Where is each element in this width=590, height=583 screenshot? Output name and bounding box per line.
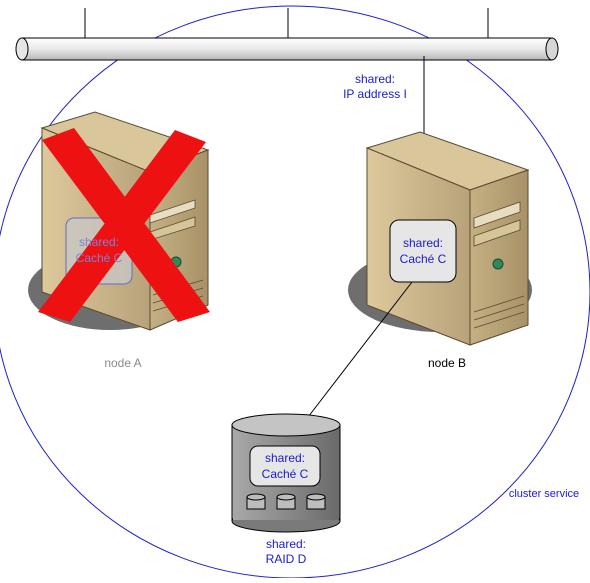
node-b-box-line1: shared:	[402, 236, 444, 250]
ip-label-line2: IP address I	[343, 87, 407, 101]
node-a-label: node A	[104, 356, 142, 370]
storage-link-line	[304, 281, 413, 422]
node-b-shared-box	[389, 219, 457, 283]
node-a-box-text: shared: Caché C	[66, 234, 132, 266]
raid-label-line1: shared:	[265, 537, 307, 551]
failure-x-icon	[38, 128, 210, 322]
node-b-label: node B	[427, 356, 467, 370]
network-bus	[15, 37, 559, 61]
node-a-box-line2: Caché C	[75, 251, 123, 265]
cluster-service-label: cluster service	[508, 488, 580, 500]
raid-box-line2: Caché C	[261, 467, 309, 481]
ip-label: shared: IP address I	[330, 72, 420, 102]
raid-box-text: shared: Caché C	[250, 450, 320, 482]
node-a-box-line1: shared:	[78, 235, 120, 249]
raid-label-line2: RAID D	[265, 552, 307, 566]
raid-shared-box	[249, 445, 321, 487]
ip-label-line1: shared:	[354, 72, 396, 86]
node-b-box-text: shared: Caché C	[390, 235, 456, 267]
node-b-box-line2: Caché C	[399, 252, 447, 266]
raid-label: shared: RAID D	[246, 537, 326, 567]
raid-box-line1: shared:	[264, 451, 306, 465]
